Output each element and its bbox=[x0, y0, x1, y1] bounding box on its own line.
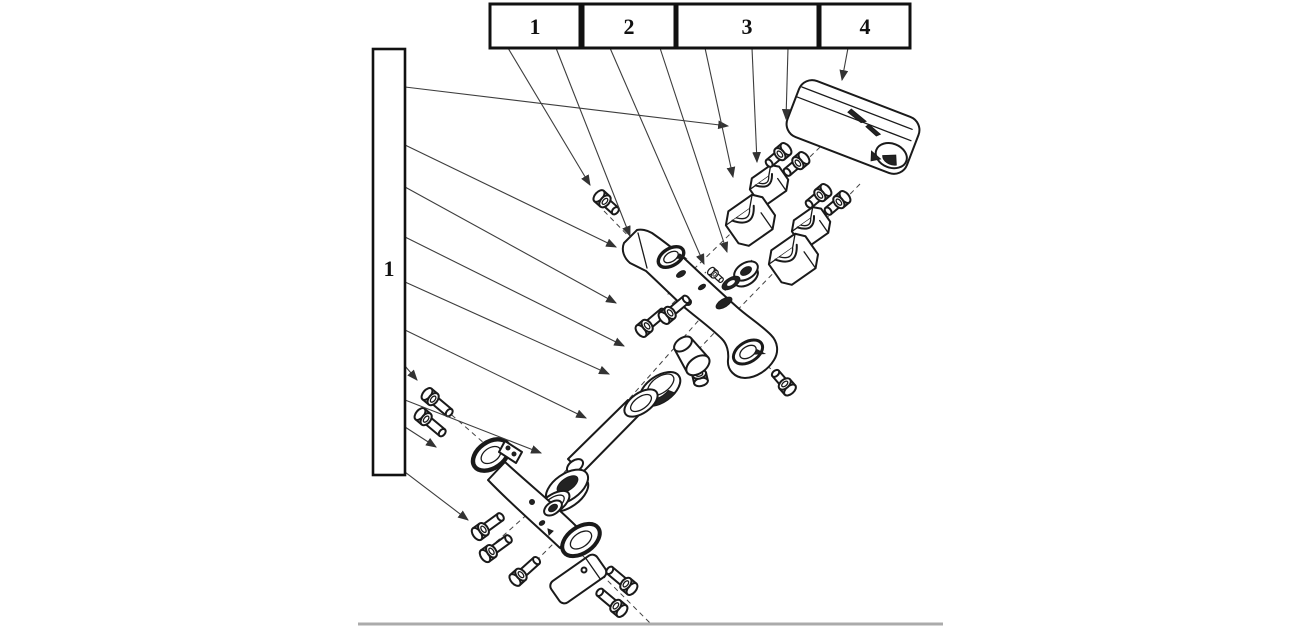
callout-box-1 bbox=[488, 2, 582, 50]
logo-mark bbox=[865, 123, 882, 137]
callout-label-3: 3 bbox=[742, 14, 753, 39]
callout-label-4: 4 bbox=[860, 14, 871, 39]
leader-from-box-1 bbox=[555, 47, 631, 238]
callout-box-3 bbox=[675, 2, 820, 50]
lower-triple-clamp bbox=[470, 437, 608, 605]
slot bbox=[676, 270, 686, 278]
upper-triple-clamp bbox=[621, 228, 779, 379]
side-callout-label: 1 bbox=[384, 256, 395, 281]
leader-from-box-2 bbox=[659, 47, 729, 254]
callout-box-2 bbox=[581, 2, 677, 50]
leader-from-side-callout bbox=[404, 281, 611, 375]
pinch-tab bbox=[498, 440, 523, 464]
bolt bbox=[506, 552, 545, 589]
stem-washer bbox=[721, 275, 741, 291]
leader-from-box-3 bbox=[704, 47, 736, 179]
callout-label-2: 2 bbox=[624, 14, 635, 39]
inner-arrow-icon bbox=[870, 150, 882, 162]
stem-nut-group bbox=[705, 260, 759, 291]
leader-lines bbox=[404, 47, 849, 521]
leader-from-box-3 bbox=[751, 47, 761, 164]
leader-from-side-callout bbox=[404, 144, 617, 248]
leader-from-box-2 bbox=[609, 47, 705, 266]
callout-boxes: 1 2 3 4 bbox=[488, 2, 912, 50]
slot bbox=[697, 283, 707, 291]
callout-label-1: 1 bbox=[530, 14, 541, 39]
leader-from-side-callout bbox=[404, 426, 437, 448]
axis-bar-clamp-left bbox=[665, 121, 847, 297]
leader-from-side-callout bbox=[404, 471, 469, 521]
leader-from-box-3 bbox=[781, 47, 791, 121]
right-pinch-bolt bbox=[767, 365, 799, 399]
leader-from-side-callout bbox=[404, 236, 625, 347]
leader-from-side-callout bbox=[404, 399, 543, 454]
fork-sleeve bbox=[549, 553, 608, 605]
leader-from-side-callout bbox=[404, 365, 418, 381]
leader-from-box-4 bbox=[839, 47, 849, 82]
handlebar-pad-block bbox=[785, 79, 921, 175]
bolt bbox=[602, 562, 641, 598]
callout-box-4 bbox=[818, 2, 912, 50]
bearing-race bbox=[623, 388, 659, 418]
slot bbox=[715, 296, 733, 310]
logo-mark bbox=[847, 108, 867, 124]
leader-from-side-callout bbox=[404, 186, 617, 304]
leader-from-box-1 bbox=[507, 47, 591, 186]
leader-from-side-callout bbox=[404, 329, 587, 419]
axis-stem-bolt bbox=[697, 329, 718, 351]
stem-top-collar bbox=[673, 335, 711, 377]
stem-hole bbox=[543, 499, 563, 517]
leader-from-side-callout bbox=[404, 86, 730, 130]
steering-stem-assembly bbox=[535, 335, 711, 519]
side-callout-bar: 1 bbox=[371, 47, 407, 477]
bolt bbox=[468, 508, 508, 544]
